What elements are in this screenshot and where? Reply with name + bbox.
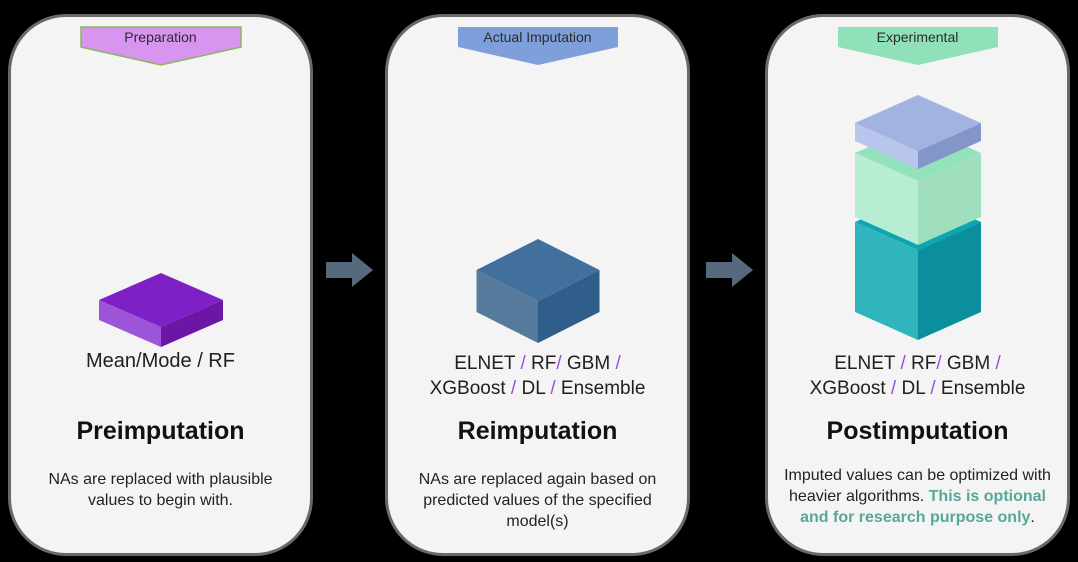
cube-right-face <box>537 270 599 343</box>
card-reimputation: Actual Imputation ELNET / RF/ GBM / XGBo… <box>385 14 690 556</box>
method-list: ELNET / RF/ GBM / XGBoost / DL / Ensembl… <box>768 351 1067 401</box>
blue-slab-top-face <box>854 95 981 151</box>
banner-preparation: Preparation <box>79 26 242 66</box>
purple-slab-svg <box>98 273 223 347</box>
banner-label: Preparation <box>124 29 197 45</box>
arrow-polygon <box>326 253 373 287</box>
banner-ribbon-shape <box>457 27 618 65</box>
method-line-2: XGBoost / DL / Ensemble <box>429 378 646 399</box>
blue-slab-left-face <box>854 123 918 169</box>
teal-cube-right-face <box>917 222 981 340</box>
card-postimputation: Experimental ELNET / RF/ GBM / XGBoost /… <box>765 14 1070 556</box>
cube-left-face <box>476 270 538 343</box>
banner-label: Experimental <box>876 29 959 45</box>
description-plain: Imputed values can be optimized with hea… <box>784 467 1051 505</box>
mint-cube-left-face <box>854 153 918 245</box>
card-description: NAs are replaced with plausible values t… <box>48 471 273 509</box>
cube-stack-icon <box>854 95 981 346</box>
steel-cube-svg <box>476 239 599 343</box>
mint-cube-right-face <box>917 153 981 245</box>
ribbon-polygon <box>837 27 998 65</box>
method-list: ELNET / RF/ GBM / XGBoost / DL / Ensembl… <box>388 351 687 401</box>
banner-ribbon-shape <box>79 26 242 66</box>
card-description: Imputed values can be optimized with hea… <box>782 465 1053 528</box>
method-line-2: XGBoost / DL / Ensemble <box>809 378 1026 399</box>
banner-ribbon-shape <box>837 27 998 65</box>
teal-cube-left-face <box>854 222 918 340</box>
arrow-polygon <box>706 253 753 287</box>
banner-label: Actual Imputation <box>483 29 592 45</box>
card-title: Preimputation <box>76 417 245 445</box>
cube-top-face <box>476 239 599 301</box>
slab-right-face <box>160 300 223 347</box>
method-line-1: ELNET / RF/ GBM / <box>834 353 1001 374</box>
blue-slab-right-face <box>917 123 981 169</box>
banner-experimental: Experimental <box>837 26 999 66</box>
cube-stack-svg <box>854 95 981 340</box>
purple-slab-icon <box>98 273 223 352</box>
method-line-1: ELNET / RF/ GBM / <box>454 353 621 374</box>
arrow-right-icon <box>706 253 753 287</box>
ribbon-polygon <box>457 27 618 65</box>
ribbon-outline <box>79 26 242 66</box>
description-highlight: This is optional and for research purpos… <box>800 488 1046 526</box>
slab-top-face <box>98 273 223 327</box>
arrow-right-icon <box>326 253 373 287</box>
card-description: NAs are replaced again based on predicte… <box>418 471 657 530</box>
card-title: Reimputation <box>457 417 618 445</box>
steel-cube-icon <box>476 239 599 348</box>
banner-actual-imputation: Actual Imputation <box>457 26 619 66</box>
description-suffix: . <box>1030 509 1035 526</box>
card-preimputation: Preparation Mean/Mode / RF Preimputation… <box>8 14 313 556</box>
card-title: Postimputation <box>826 417 1009 445</box>
method-list: Mean/Mode / RF <box>86 350 235 372</box>
slab-left-face <box>98 300 161 347</box>
